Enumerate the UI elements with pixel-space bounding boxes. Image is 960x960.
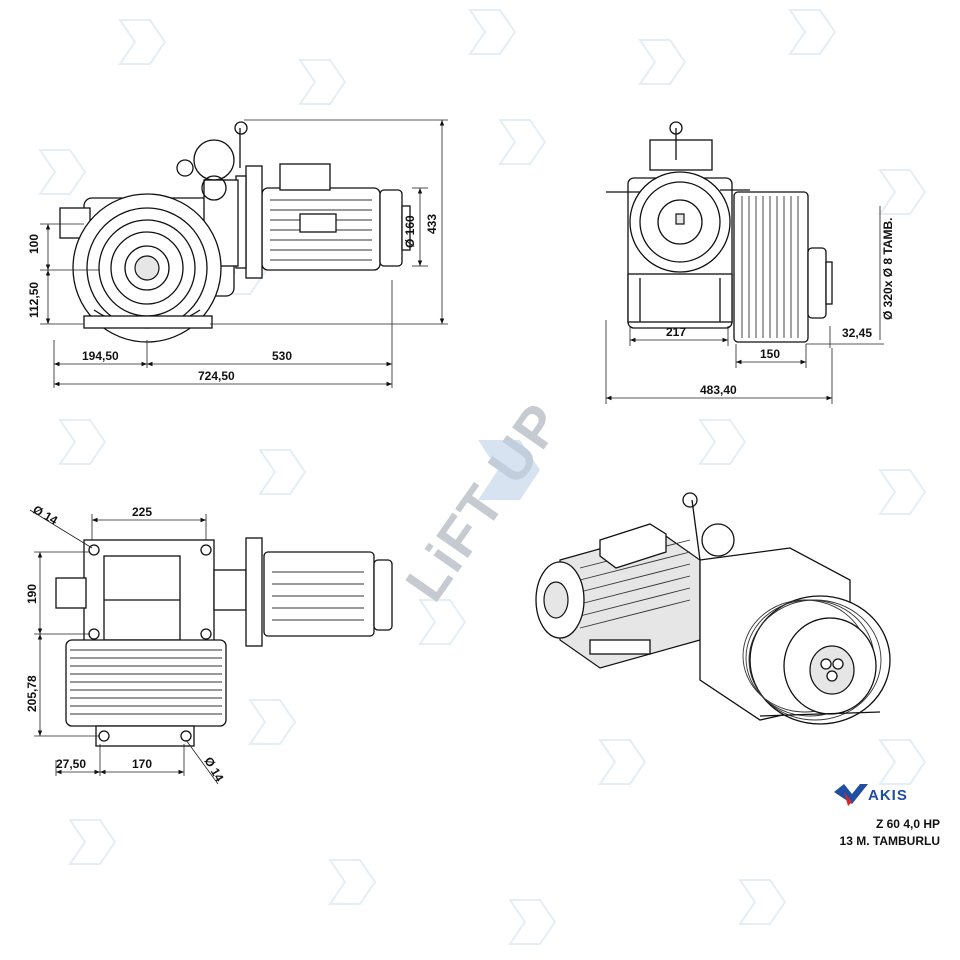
dim-217: 217 [666, 325, 686, 339]
akis-logo-text: AKIS [868, 787, 908, 804]
dim-724-50: 724,50 [198, 369, 235, 383]
side-view: 100 112,50 194,50 530 724,50 433 Ø 160 [27, 119, 448, 388]
dim-483-40: 483,40 [700, 383, 737, 397]
akis-logo: AKIS [834, 784, 908, 806]
front-view: 217 150 32,45 483,40 Ø 320x Ø 8 TAMB. [605, 121, 895, 404]
liftup-watermark-chevron [478, 440, 540, 500]
model-label: Z 60 4,0 HP 13 M. TAMBURLU [790, 816, 940, 850]
dim-194-50: 194,50 [82, 349, 119, 363]
top-view: Ø 14 225 190 205,78 27,50 170 Ø 14 [25, 502, 393, 785]
dim-150: 150 [760, 347, 780, 361]
dim-d14-bottom: Ø 14 [201, 755, 226, 785]
dim-drum: Ø 320x Ø 8 TAMB. [881, 218, 895, 320]
dim-530: 530 [272, 349, 292, 363]
dim-27-50: 27,50 [56, 757, 86, 771]
dim-32-45: 32,45 [842, 326, 872, 340]
model-name: Z 60 4,0 HP [875, 817, 940, 831]
dim-225: 225 [132, 505, 152, 519]
dim-433: 433 [425, 214, 439, 234]
dim-170: 170 [132, 757, 152, 771]
dim-d160: Ø 160 [403, 215, 417, 248]
dim-100: 100 [27, 234, 41, 254]
akis-logo-accent [844, 792, 852, 806]
dim-190: 190 [25, 584, 39, 604]
dim-112-50: 112,50 [27, 282, 41, 318]
isometric-view [535, 492, 891, 725]
dim-205-78: 205,78 [25, 675, 39, 712]
akis-logo-mark [834, 784, 868, 804]
dim-d14-top: Ø 14 [31, 502, 61, 527]
model-subtitle: 13 M. TAMBURLU [839, 834, 940, 848]
